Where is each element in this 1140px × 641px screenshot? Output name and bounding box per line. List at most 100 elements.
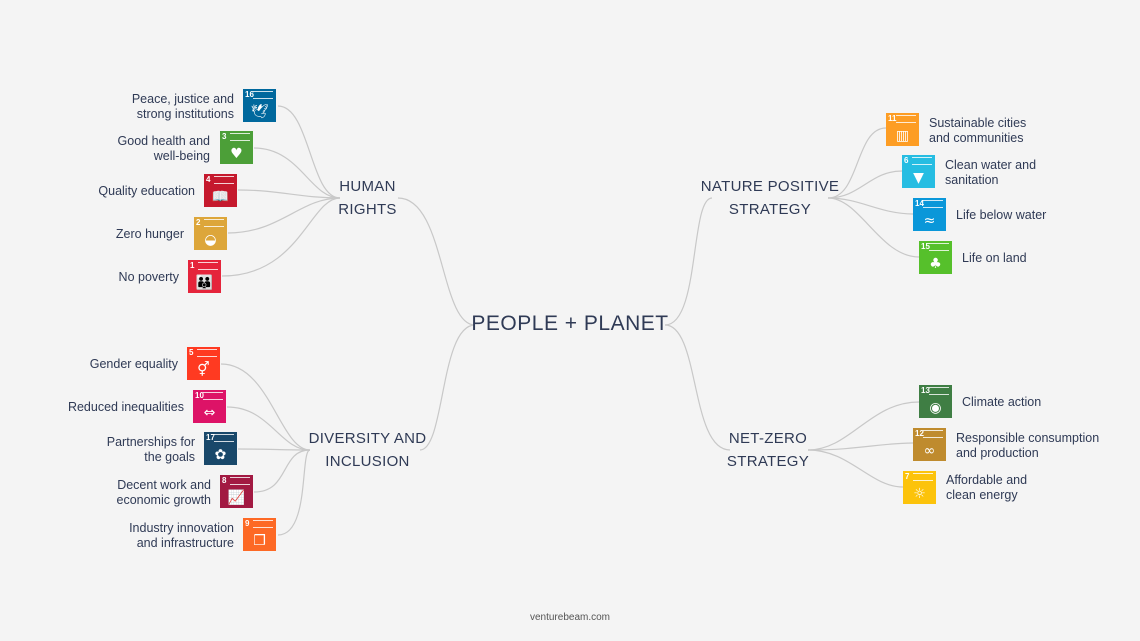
label-line: Good health and <box>117 134 210 148</box>
sdg-tile-13: 13◉ <box>919 385 952 418</box>
sdg-tile-6: 6▼ <box>902 155 935 188</box>
label-line: clean energy <box>946 488 1018 502</box>
sdg-tile-15: 15♣ <box>919 241 952 274</box>
sdg-caption-mark <box>896 115 916 123</box>
sdg-number: 5 <box>189 348 194 357</box>
label-line: Gender equality <box>89 357 178 371</box>
label-line: Reduced inequalities <box>67 400 184 414</box>
branch-line: NET-ZERO <box>728 430 808 447</box>
branch-nature-positive: NATURE POSITIVE STRATEGY <box>700 175 840 221</box>
branch-line: RIGHTS <box>338 201 397 218</box>
goal-label-g5: Gender equality <box>20 357 178 372</box>
goal-label-g4: Quality education <box>20 184 195 199</box>
branch-human-rights: HUMAN RIGHTS <box>320 175 415 221</box>
infinity-icon: ∞ <box>923 443 936 459</box>
label-line: Responsible consumption <box>956 431 1100 445</box>
goal-label-g14: Life below water <box>956 208 1106 223</box>
branch-line: HUMAN <box>339 178 396 195</box>
branch-diversity-inclusion: DIVERSITY AND INCLUSION <box>300 427 435 473</box>
arrows-icon: ⇔ <box>203 405 216 421</box>
label-line: Life below water <box>956 208 1047 222</box>
cubes-icon: ❒ <box>253 533 266 549</box>
sdg-caption-mark <box>912 157 932 165</box>
link-center-diversity <box>419 324 476 451</box>
sdg-tile-7: 7☼ <box>903 471 936 504</box>
bowl-icon: ◒ <box>204 232 217 248</box>
goal-label-g15: Life on land <box>962 251 1112 266</box>
water-glass-icon: ▼ <box>913 170 924 186</box>
link-g15 <box>827 197 920 258</box>
label-line: sanitation <box>945 173 999 187</box>
label-line: Quality education <box>98 184 195 198</box>
link-g1 <box>221 197 341 277</box>
buildings-icon: ▥ <box>895 128 910 144</box>
sdg-caption-mark <box>204 219 224 227</box>
sdg-number: 2 <box>196 218 201 227</box>
label-line: Decent work and <box>117 478 211 492</box>
sdg-caption-mark <box>923 430 943 438</box>
link-g4 <box>237 189 341 199</box>
goal-label-g10: Reduced inequalities <box>20 400 184 415</box>
sdg-number: 14 <box>915 199 924 208</box>
sdg-tile-8: 8📈 <box>220 475 253 508</box>
label-line: the goals <box>144 450 195 464</box>
book-icon: 📖 <box>211 189 230 205</box>
heartbeat-icon: ♥ <box>230 146 243 162</box>
sdg-number: 4 <box>206 175 211 184</box>
label-line: Clean water and <box>945 158 1037 172</box>
link-g17 <box>237 448 311 451</box>
link-g5 <box>220 363 311 451</box>
sdg-number: 10 <box>195 391 204 400</box>
sdg-caption-mark <box>230 477 250 485</box>
sdg-tile-12: 12 ∞ <box>913 428 946 461</box>
sdg-number: 13 <box>921 386 930 395</box>
label-line: strong institutions <box>136 107 234 121</box>
link-g16 <box>277 105 341 199</box>
sdg-number: 17 <box>206 433 215 442</box>
link-g13 <box>807 401 920 451</box>
sdg-tile-14: 14≈ <box>913 198 946 231</box>
label-line: Life on land <box>962 251 1027 265</box>
sdg-tile-9: 9❒ <box>243 518 276 551</box>
sdg-caption-mark <box>913 473 933 481</box>
sun-icon: ☼ <box>913 486 926 502</box>
label-line: Partnerships for <box>106 435 195 449</box>
flower-icon: ✿ <box>214 447 227 463</box>
link-center-netzero <box>664 324 731 451</box>
branch-line: NATURE POSITIVE <box>700 178 840 195</box>
sdg-tile-1: 1👪 <box>188 260 221 293</box>
goal-label-g1: No poverty <box>20 270 179 285</box>
sdg-tile-11: 11▥ <box>886 113 919 146</box>
branch-line: STRATEGY <box>728 201 812 218</box>
sdg-number: 8 <box>222 476 227 485</box>
family-icon: 👪 <box>195 275 214 291</box>
sdg-caption-mark <box>923 200 943 208</box>
sdg-caption-mark <box>253 91 273 99</box>
label-line: Zero hunger <box>115 227 184 241</box>
branch-line: DIVERSITY AND <box>308 430 427 447</box>
growth-chart-icon: 📈 <box>227 490 246 506</box>
central-topic: PEOPLE + PLANET <box>471 312 669 335</box>
sdg-number: 7 <box>905 472 910 481</box>
dove-icon: 🕊 <box>250 104 269 120</box>
label-line: Affordable and <box>946 473 1028 487</box>
link-g11 <box>827 127 887 199</box>
link-g7 <box>807 449 904 488</box>
sdg-number: 12 <box>915 429 924 438</box>
label-line: and production <box>956 446 1039 460</box>
sdg-caption-mark <box>929 243 949 251</box>
link-g12 <box>807 442 914 451</box>
link-g10 <box>226 406 311 451</box>
sdg-caption-mark <box>197 349 217 357</box>
sdg-tile-17: 17 ✿ <box>204 432 237 465</box>
sdg-caption-mark <box>929 387 949 395</box>
